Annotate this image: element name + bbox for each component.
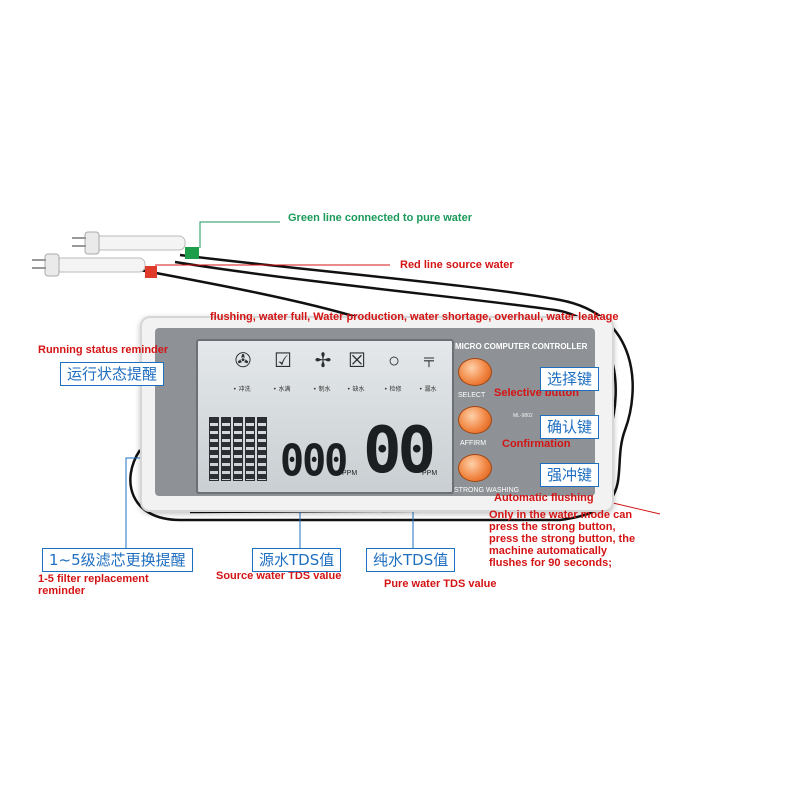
select-button-label: SELECT <box>458 392 486 399</box>
confirm-key-label: 确认键 <box>540 415 600 439</box>
green-line-annotation: Green line connected to pure water <box>288 212 472 224</box>
affirm-button[interactable] <box>458 406 492 434</box>
black-wire <box>139 268 361 320</box>
status-label: • 制水 <box>313 386 331 393</box>
filter-level-bar <box>257 417 267 481</box>
panel-title: MICRO COMPUTER CONTROLLER <box>455 342 588 351</box>
filter-level-bar <box>245 417 255 481</box>
flush-note-annotation: Only in the water mode can press the str… <box>489 509 636 569</box>
filter-level-bar <box>221 417 231 481</box>
status-label: • 检修 <box>384 386 402 393</box>
strong-key-label: 强冲键 <box>540 463 600 487</box>
filter-reminder-label: 1~5级滤芯更换提醒 <box>42 548 193 572</box>
automatic-flushing-annotation: Automatic flushing <box>494 492 594 504</box>
model-label: ML-9802 <box>513 413 533 419</box>
source-ppm-unit: PPM <box>342 470 358 477</box>
flush-icon: ✇ <box>234 350 252 372</box>
red-line-annotation: Red line source water <box>400 259 514 271</box>
black-wire <box>129 253 634 522</box>
probe-pure-water <box>94 235 186 251</box>
source-tds-annotation: Source water TDS value <box>216 570 342 582</box>
source-tds-label: 源水TDS值 <box>252 548 342 572</box>
status-label: • 冲洗 <box>233 386 251 393</box>
affirm-button-label: AFFIRM <box>460 440 487 447</box>
select-key-label: 选择键 <box>540 367 600 391</box>
strong-washing-button[interactable] <box>458 454 492 482</box>
overhaul-icon: ○ <box>387 350 401 372</box>
filter-reminder-annotation: 1-5 filter replacement reminder <box>38 573 149 597</box>
lcd-screen <box>196 339 454 494</box>
pure-tds-label: 纯水TDS值 <box>366 548 456 572</box>
running-status-annotation: Running status reminder <box>38 344 169 356</box>
water-full-icon: ☑ <box>274 350 292 372</box>
leak-icon: ⫧ <box>423 350 435 372</box>
status-label: • 缺水 <box>347 386 365 393</box>
filter-level-bar <box>209 417 219 481</box>
pure-ppm-unit: PPM <box>422 470 438 477</box>
water-shortage-icon: ☒ <box>348 350 366 372</box>
pure-tds-display: 00 <box>363 414 436 488</box>
probe-source-water <box>54 257 146 273</box>
water-production-icon: ✢ <box>314 350 332 372</box>
select-button[interactable] <box>458 358 492 386</box>
confirmation-annotation: Confirmation <box>502 438 571 450</box>
status-label: • 漏水 <box>419 386 437 393</box>
running-status-label: 运行状态提醒 <box>60 362 165 386</box>
status-list-annotation: flushing, water full, Water production, … <box>210 311 619 323</box>
status-label: • 水满 <box>273 386 291 393</box>
pure-tds-annotation: Pure water TDS value <box>384 578 497 590</box>
filter-level-bar <box>233 417 243 481</box>
source-tds-display: 000 <box>280 436 348 487</box>
strong-washing-button-label: STRONG WASHING <box>454 487 520 494</box>
